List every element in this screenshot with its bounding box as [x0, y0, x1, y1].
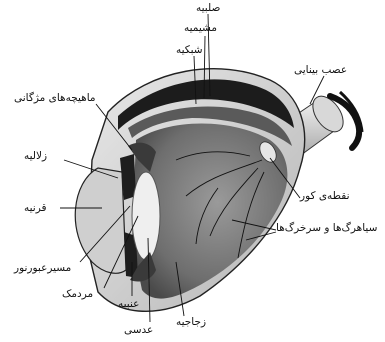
lens — [132, 172, 160, 260]
label-light-path: مسیرعبورنور — [14, 262, 71, 274]
label-vessels: سیاهرگ‌ها و سرخرگ‌ها — [276, 222, 377, 234]
label-retina: شبکیه — [176, 44, 203, 56]
label-ciliary-muscles: ماهیچه‌های مژگانی — [14, 92, 96, 104]
label-aqueous: زلالیه — [24, 150, 47, 162]
label-pupil: مردمک — [62, 288, 93, 300]
label-optic-nerve: عصب بینایی — [294, 64, 347, 76]
label-iris: عنبیه — [118, 298, 139, 310]
label-lens: عدسی — [124, 324, 153, 336]
label-cornea: قرنیه — [24, 202, 47, 214]
label-sclera: صلبیه — [196, 2, 220, 14]
label-blind-spot: نقطه‌ی کور — [300, 190, 350, 202]
label-choroid: مشیمیه — [184, 22, 217, 34]
label-vitreous: زجاجیه — [176, 316, 206, 328]
